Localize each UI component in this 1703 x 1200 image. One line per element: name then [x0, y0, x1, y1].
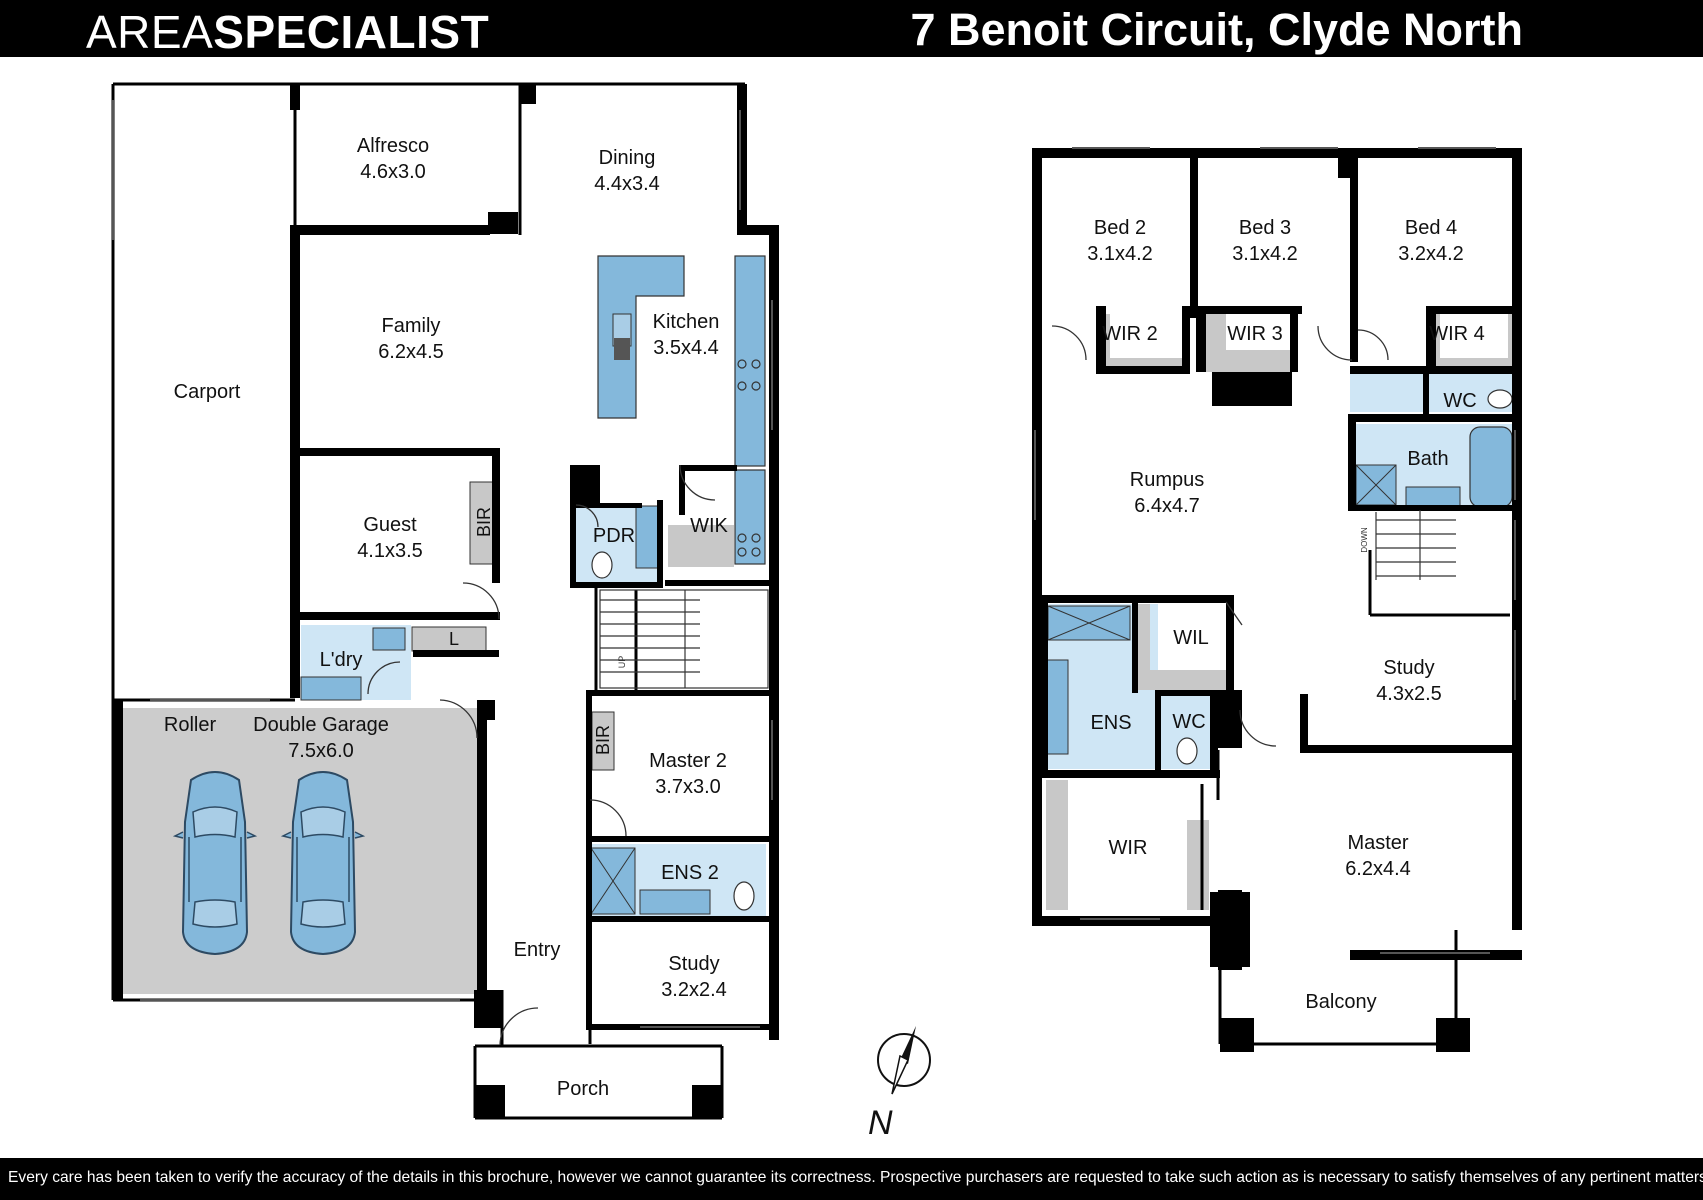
bath-label: Bath [1407, 448, 1448, 470]
wik-label: WIK [690, 515, 728, 537]
first-windows [1034, 147, 1516, 954]
compass-north-label: N [868, 1104, 893, 1142]
ens-label: ENS [1090, 712, 1131, 734]
first-stair-label: DOWN [1360, 527, 1369, 553]
ground-doors [367, 464, 716, 1046]
wir4-label: WIR 4 [1429, 323, 1485, 345]
kitchen-size: 3.5x4.4 [653, 337, 719, 359]
bath-vanity [1405, 486, 1461, 508]
first-stairs [1375, 510, 1456, 580]
alfresco-name: Alfresco [357, 135, 429, 157]
dishwasher [614, 338, 630, 360]
study-first-name: Study [1383, 657, 1434, 679]
bed4-name: Bed 4 [1405, 217, 1457, 239]
ground-floor: UP Alfresco 4.6x3.0 Dining 4.4x3.4 Famil… [111, 82, 779, 1120]
master-size: 6.2x4.4 [1345, 858, 1411, 880]
wir-shelf-right [1187, 820, 1209, 910]
ens2-toilet [733, 881, 755, 911]
ens2-vanity [639, 889, 711, 915]
wc-upper-toilet [1487, 389, 1513, 409]
property-address: 7 Benoit Circuit, Clyde North [910, 4, 1523, 55]
study-ground-name: Study [668, 953, 719, 975]
balcony-label: Balcony [1305, 991, 1376, 1013]
kitchen-island [597, 255, 685, 419]
study-first-size: 4.3x2.5 [1376, 683, 1442, 705]
wir3-label: WIR 3 [1227, 323, 1283, 345]
carport-name: Carport [174, 381, 241, 403]
ground-windows [112, 100, 773, 1028]
porch-label: Porch [557, 1078, 609, 1100]
compass-ring [877, 1033, 931, 1087]
wc-upper-label: WC [1443, 390, 1476, 412]
first-floor: DOWN Bed 2 3.1x4.2 Bed 3 3.1x4.2 Bed 4 3… [1032, 147, 1522, 1052]
first-doors [1051, 325, 1389, 747]
laundry-label: L'dry [320, 649, 363, 671]
ground-stair-label: UP [617, 656, 627, 669]
study-ground-size: 3.2x2.4 [661, 979, 727, 1001]
bed2-size: 3.1x4.2 [1087, 243, 1153, 265]
wir-shelf-left [1046, 780, 1068, 910]
garage-name: Double Garage [253, 714, 389, 736]
alfresco-size: 4.6x3.0 [360, 161, 426, 183]
bed2-name: Bed 2 [1094, 217, 1146, 239]
guest-name: Guest [363, 514, 417, 536]
wil-label: WIL [1173, 627, 1209, 649]
ground-stairs [599, 589, 769, 689]
disclaimer-text: Every care has been taken to verify the … [8, 1169, 1703, 1186]
entry-label: Entry [514, 939, 561, 961]
linen-cupboard [411, 626, 487, 652]
bed4-size: 3.2x4.2 [1398, 243, 1464, 265]
bed3-size: 3.1x4.2 [1232, 243, 1298, 265]
master2-bir-label: BIR [593, 725, 613, 755]
pdr-vanity [635, 505, 660, 569]
ens-toilet [1176, 737, 1198, 765]
pdr-label: PDR [593, 525, 635, 547]
wc-ens-label: WC [1172, 711, 1205, 733]
first-thin-walls [1200, 550, 1510, 1046]
wik-shelf [668, 525, 734, 567]
ens-vanity [1045, 659, 1069, 755]
master2-size: 3.7x3.0 [655, 776, 721, 798]
compass-needle-south [891, 1054, 909, 1095]
wir2-label: WIR 2 [1102, 323, 1158, 345]
wik-bench [734, 469, 766, 565]
compass-needle-north [900, 1026, 916, 1064]
dining-size: 4.4x3.4 [594, 173, 660, 195]
footer-bar: Every care has been taken to verify the … [0, 1158, 1703, 1200]
roller-label: Roller [164, 714, 217, 736]
ens2-label: ENS 2 [661, 862, 719, 884]
family-name: Family [382, 315, 441, 337]
kitchen-name: Kitchen [653, 311, 720, 333]
wir-label: WIR [1109, 837, 1148, 859]
linen-label: L [449, 629, 459, 649]
bed3-name: Bed 3 [1239, 217, 1291, 239]
family-size: 6.2x4.5 [378, 341, 444, 363]
compass: N [868, 1026, 931, 1142]
laundry-tub [372, 627, 406, 651]
header-bar: AREASPECIALIST 7 Benoit Circuit, Clyde N… [0, 0, 1703, 60]
first-thick-walls [1032, 148, 1522, 1052]
rumpus-size: 6.4x4.7 [1134, 495, 1200, 517]
brand-part2: SPECIALIST [213, 6, 490, 58]
ground-thick-walls [113, 84, 779, 1119]
wil-shelf [1134, 604, 1226, 690]
master2-name: Master 2 [649, 750, 727, 772]
brand-logo: AREASPECIALIST [86, 4, 489, 60]
wir3-shelf [1206, 314, 1296, 372]
dining-name: Dining [599, 147, 656, 169]
guest-size: 4.1x3.5 [357, 540, 423, 562]
cooktop [737, 359, 761, 557]
rumpus-name: Rumpus [1130, 469, 1204, 491]
bath-tub [1469, 426, 1513, 508]
guest-bir-label: BIR [474, 507, 494, 537]
garage-size: 7.5x6.0 [288, 740, 354, 762]
laundry-bench [300, 676, 362, 701]
guest-bir-shelf [469, 481, 497, 565]
master-name: Master [1347, 832, 1408, 854]
brand-part1: AREA [86, 6, 214, 58]
pdr-toilet [591, 551, 613, 579]
